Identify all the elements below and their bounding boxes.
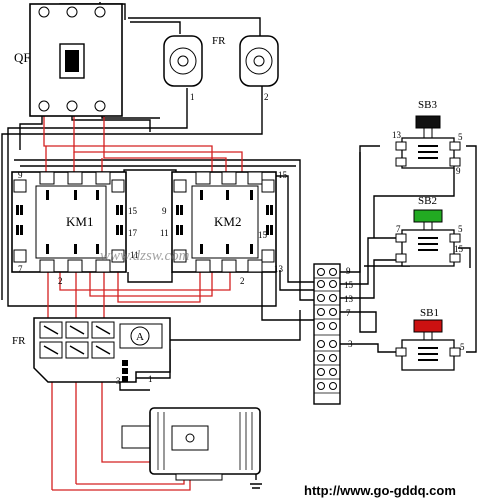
fr-terminal-1: 1 xyxy=(190,92,195,102)
sb2-terminal-5: 5 xyxy=(458,224,463,234)
fr-terminal-2: 2 xyxy=(264,92,269,102)
strip-terminal-9: 9 xyxy=(346,266,351,276)
footer-url: http://www.go-gddq.com xyxy=(304,483,456,498)
km1-label: KM1 xyxy=(66,214,93,229)
sb1-label: SB1 xyxy=(420,307,439,319)
qf-breaker xyxy=(29,3,123,117)
km2-terminal-15b: 15 xyxy=(258,230,268,240)
sb3-terminal-5: 5 xyxy=(458,132,463,142)
sb2-label: SB2 xyxy=(418,195,437,207)
motor xyxy=(121,407,261,481)
fr-bottom-terminal-1: 1 xyxy=(148,374,153,384)
strip-terminal-3: 3 xyxy=(348,339,353,349)
km2-terminal-13: 13 xyxy=(274,264,284,274)
sb3-terminal-13: 13 xyxy=(392,130,402,140)
sb3-label: SB3 xyxy=(418,99,437,111)
km2-terminal-15: 15 xyxy=(278,170,288,180)
strip-terminal-7: 7 xyxy=(346,308,351,318)
km1-terminal-15: 15 xyxy=(128,206,138,216)
sb3-terminal-9: 9 xyxy=(456,166,461,176)
fr-bottom-label: FR xyxy=(12,335,26,347)
fr-top-label: FR xyxy=(212,35,226,47)
km1-contactor xyxy=(11,171,127,273)
sb2-button xyxy=(395,209,461,267)
sb2-terminal-7: 7 xyxy=(396,224,401,234)
watermark: www.dzsw.com xyxy=(100,248,190,264)
sb2-terminal-15: 15 xyxy=(454,244,464,254)
sb1-button xyxy=(395,319,461,371)
fr-top-relay xyxy=(163,35,279,87)
km2-terminal-9: 9 xyxy=(162,206,167,216)
km2-terminal-11: 11 xyxy=(160,228,169,238)
sb3-button xyxy=(395,115,461,169)
km1-terminal-11: 11 xyxy=(130,250,139,260)
fr-bottom-terminal-3: 3 xyxy=(116,376,121,386)
strip-terminal-15: 15 xyxy=(344,280,354,290)
strip-terminal-13: 13 xyxy=(344,294,354,304)
km2-label: KM2 xyxy=(214,214,241,229)
terminal-strip xyxy=(313,263,341,405)
km1-terminal-17: 17 xyxy=(128,228,138,238)
sb1-terminal-5: 5 xyxy=(460,342,465,352)
qf-label: QF xyxy=(14,50,31,65)
km2-contactor xyxy=(171,171,277,273)
km1-terminal-2: 2 xyxy=(58,276,63,286)
ammeter-label: A xyxy=(136,331,144,343)
km1-terminal-7: 7 xyxy=(18,264,23,274)
fr-bottom-relay xyxy=(33,317,171,383)
km1-terminal-9: 9 xyxy=(18,170,23,180)
km2-terminal-2: 2 xyxy=(240,276,245,286)
